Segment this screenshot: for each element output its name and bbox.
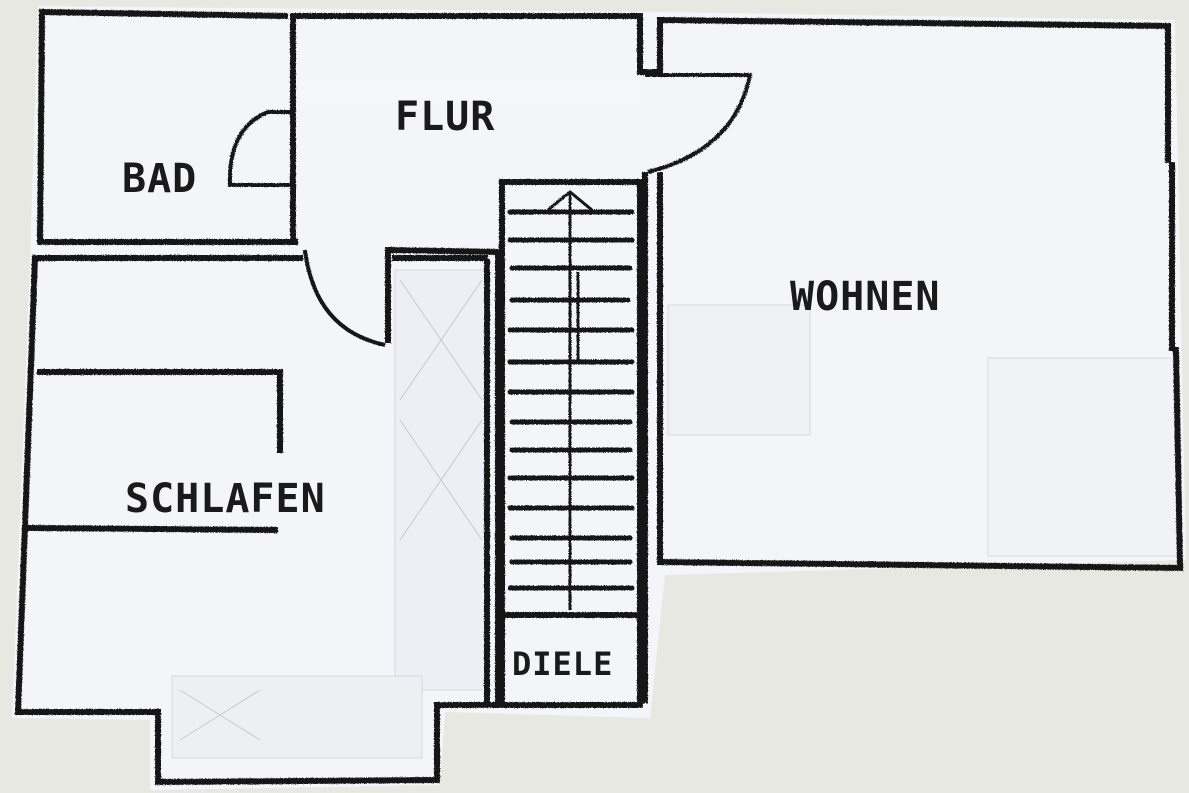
room-label-wohnen: WOHNEN	[790, 274, 941, 320]
room-label-flur: FLUR	[395, 94, 495, 140]
paper-sheet	[12, 6, 1186, 790]
patch-markings	[179, 279, 483, 741]
door-swings	[227, 73, 753, 347]
walls	[14, 8, 1184, 786]
stair-direction-arrow	[547, 190, 593, 610]
room-label-bad: BAD	[122, 156, 197, 202]
room-label-schlafen: SCHLAFEN	[125, 476, 326, 522]
room-label-diele: DIELE	[512, 645, 613, 683]
